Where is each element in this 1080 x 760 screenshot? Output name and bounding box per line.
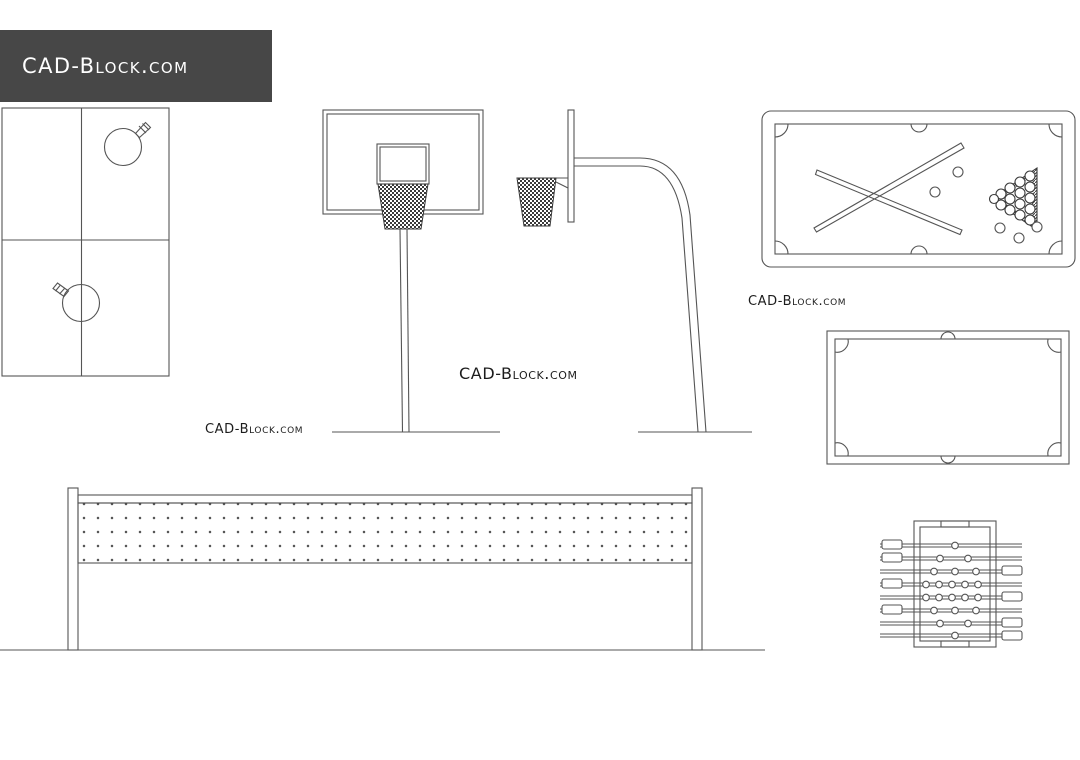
pool2-corner-pocket-tr (1047, 338, 1062, 353)
paddle-handle (52, 282, 70, 298)
pool-side-pocket-bottom (910, 245, 928, 255)
pool-table-empty-plan (826, 330, 1070, 465)
paddle-handle-grip-1 (55, 285, 61, 292)
pool-corner-pocket-tr (1048, 123, 1063, 138)
pool2-corner-pocket-br (1047, 442, 1062, 457)
pool2-corner-pocket-bl (834, 442, 849, 457)
volleyball-net-mesh (77, 502, 693, 564)
basketball-net-front (377, 183, 429, 230)
foosball-handle (1001, 591, 1023, 602)
table-tennis-outline (1, 107, 170, 377)
foosball-rod (880, 619, 1022, 628)
pool-corner-pocket-tl (774, 123, 789, 138)
basketball-support-arm-top (574, 157, 707, 433)
foosball-rod (880, 580, 1022, 589)
pool-ball (1013, 232, 1025, 244)
pool-cue-stick-1 (813, 142, 965, 233)
basketball-hoop-front (322, 109, 500, 433)
volleyball-post-right (691, 487, 703, 651)
paddle-handle (134, 121, 152, 139)
foosball-handle (881, 604, 903, 615)
foosball-table-plan (880, 520, 1023, 648)
backboard-target-inner (379, 146, 427, 182)
pool-ball (1031, 221, 1043, 233)
foosball-handle (1001, 630, 1023, 641)
volleyball-net-top-band (77, 494, 693, 504)
cad-block-logo-banner: CAD-Block.com (0, 30, 272, 102)
pool2-side-pocket-bottom (940, 455, 956, 464)
pool2-side-pocket-top (940, 331, 956, 340)
watermark-basketball-side: CAD-Block.com (459, 364, 578, 383)
pool-table-plan (761, 110, 1076, 268)
basketball-net-side (516, 177, 557, 227)
foosball-rod (880, 606, 1022, 615)
pool-ball (929, 186, 941, 198)
foosball-handle (1001, 617, 1023, 628)
paddle-blade (61, 283, 101, 323)
pool-racked-balls (988, 170, 1036, 226)
basketball-pole-left-edge (399, 228, 404, 433)
foosball-rod (880, 631, 1022, 640)
basketball-support-arm-bottom (574, 165, 699, 433)
watermark-pool-table: CAD-Block.com (748, 294, 847, 309)
foosball-rod (880, 593, 1022, 602)
foosball-handles-right (1001, 565, 1023, 641)
foosball-handle (881, 552, 903, 563)
volleyball-net-elevation (0, 487, 765, 651)
watermark-basketball-front: CAD-Block.com (205, 422, 304, 437)
pool-corner-pocket-br (1048, 240, 1063, 255)
pool2-rail-inner (834, 338, 1062, 457)
foosball-rod (880, 541, 1022, 550)
logo-text: CAD-Block.com (22, 54, 189, 78)
volleyball-post-left (67, 487, 79, 651)
table-tennis-paddle-top (103, 121, 152, 167)
pool-cue-stick-2 (814, 169, 963, 236)
pool-side-pocket-top (910, 123, 928, 133)
foosball-goal-top (940, 520, 970, 528)
pool-ball (994, 222, 1006, 234)
foosball-rod (880, 567, 1022, 576)
pool-rack-frame-outline (990, 166, 1038, 232)
table-tennis-paddle-bottom (52, 282, 101, 323)
backboard-target-outer (376, 143, 430, 185)
foosball-rod (880, 554, 1022, 563)
paddle-handle-grip-2 (142, 123, 150, 131)
pool2-corner-pocket-tl (834, 338, 849, 353)
pool-ball (952, 166, 964, 178)
basketball-hoop-side (516, 109, 752, 433)
pool-loose-balls (929, 166, 1043, 244)
backboard-edge-side (567, 109, 575, 223)
foosball-handles-left (881, 539, 903, 615)
basketball-pole-right-edge (406, 228, 410, 433)
paddle-handle-grip-2 (59, 288, 65, 295)
foosball-handle (881, 539, 903, 550)
table-tennis-plan (1, 107, 170, 377)
paddle-blade (103, 127, 143, 167)
pool2-outline (826, 330, 1070, 465)
pool-outer-frame (761, 110, 1076, 268)
foosball-rods (880, 541, 1022, 640)
foosball-handle (1001, 565, 1023, 576)
paddle-handle-grip-1 (138, 125, 147, 134)
foosball-handle (881, 578, 903, 589)
pool-corner-pocket-bl (774, 240, 789, 255)
pool-ball-rack (988, 166, 1038, 232)
foosball-goal-bottom (940, 640, 970, 648)
pool-playing-field (774, 123, 1063, 255)
